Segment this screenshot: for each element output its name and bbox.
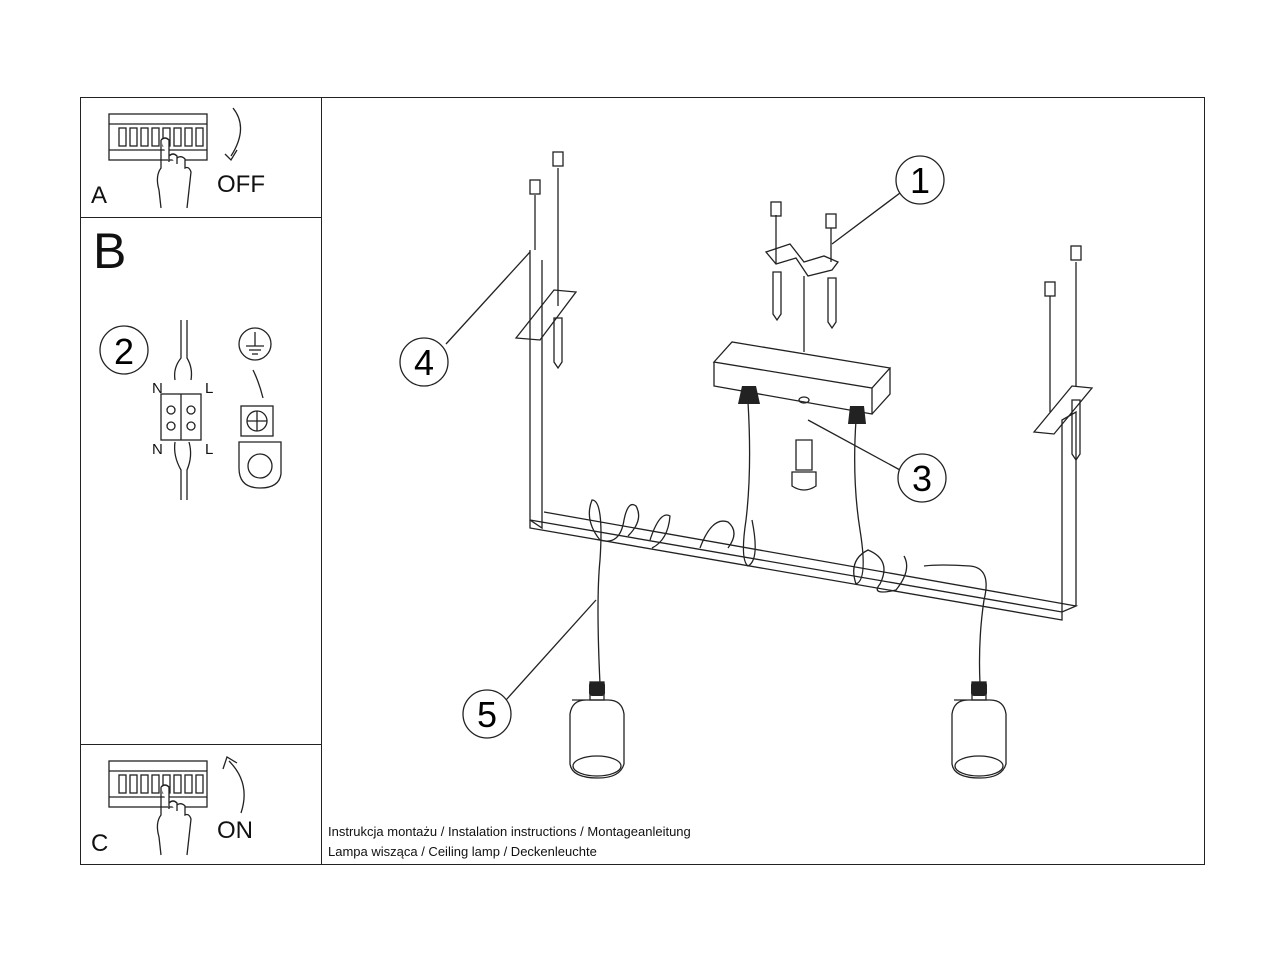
callout-4-circle — [399, 337, 449, 387]
step-2-number-text: 2 — [114, 331, 134, 372]
arrow-down-icon — [224, 107, 242, 162]
callout-4: 4 — [414, 342, 434, 383]
wire-label-top-l: L — [205, 380, 214, 397]
caption-line-2: Lampa wisząca / Ceiling lamp / Deckenleu… — [328, 844, 597, 859]
callout-5: 5 — [477, 694, 497, 735]
callout-5-circle — [462, 689, 512, 739]
step-2-wiring-diagram — [99, 320, 282, 500]
caption-line-1: Instrukcja montażu / Instalation instruc… — [328, 824, 691, 839]
callout-3-circle — [897, 453, 947, 503]
circuit-breaker-icon — [108, 756, 245, 856]
step-2-number: 2 — [114, 331, 134, 372]
panel-b-letter: B — [93, 223, 127, 279]
callout-3: 3 — [912, 458, 932, 499]
panel-c-state: ON — [217, 817, 253, 844]
hand-icon — [156, 137, 192, 209]
ground-symbol-icon — [238, 327, 272, 399]
terminal-block-icon — [238, 405, 282, 489]
panel-a-state: OFF — [217, 171, 265, 198]
hand-icon — [156, 784, 192, 856]
wire-label-bottom-n: N — [152, 441, 163, 458]
callout-1: 1 — [910, 160, 930, 201]
circuit-breaker-icon — [108, 107, 242, 209]
panel-c-letter: C — [91, 830, 109, 857]
arrow-up-icon — [222, 756, 245, 814]
panel-a-letter: A — [91, 182, 108, 209]
wire-label-bottom-l: L — [205, 441, 214, 458]
panel-c: C ON — [80, 744, 322, 865]
wire-label-top-n: N — [152, 380, 163, 397]
callout-1-circle — [895, 155, 945, 205]
panel-b: B 2 N L N L — [80, 217, 322, 745]
